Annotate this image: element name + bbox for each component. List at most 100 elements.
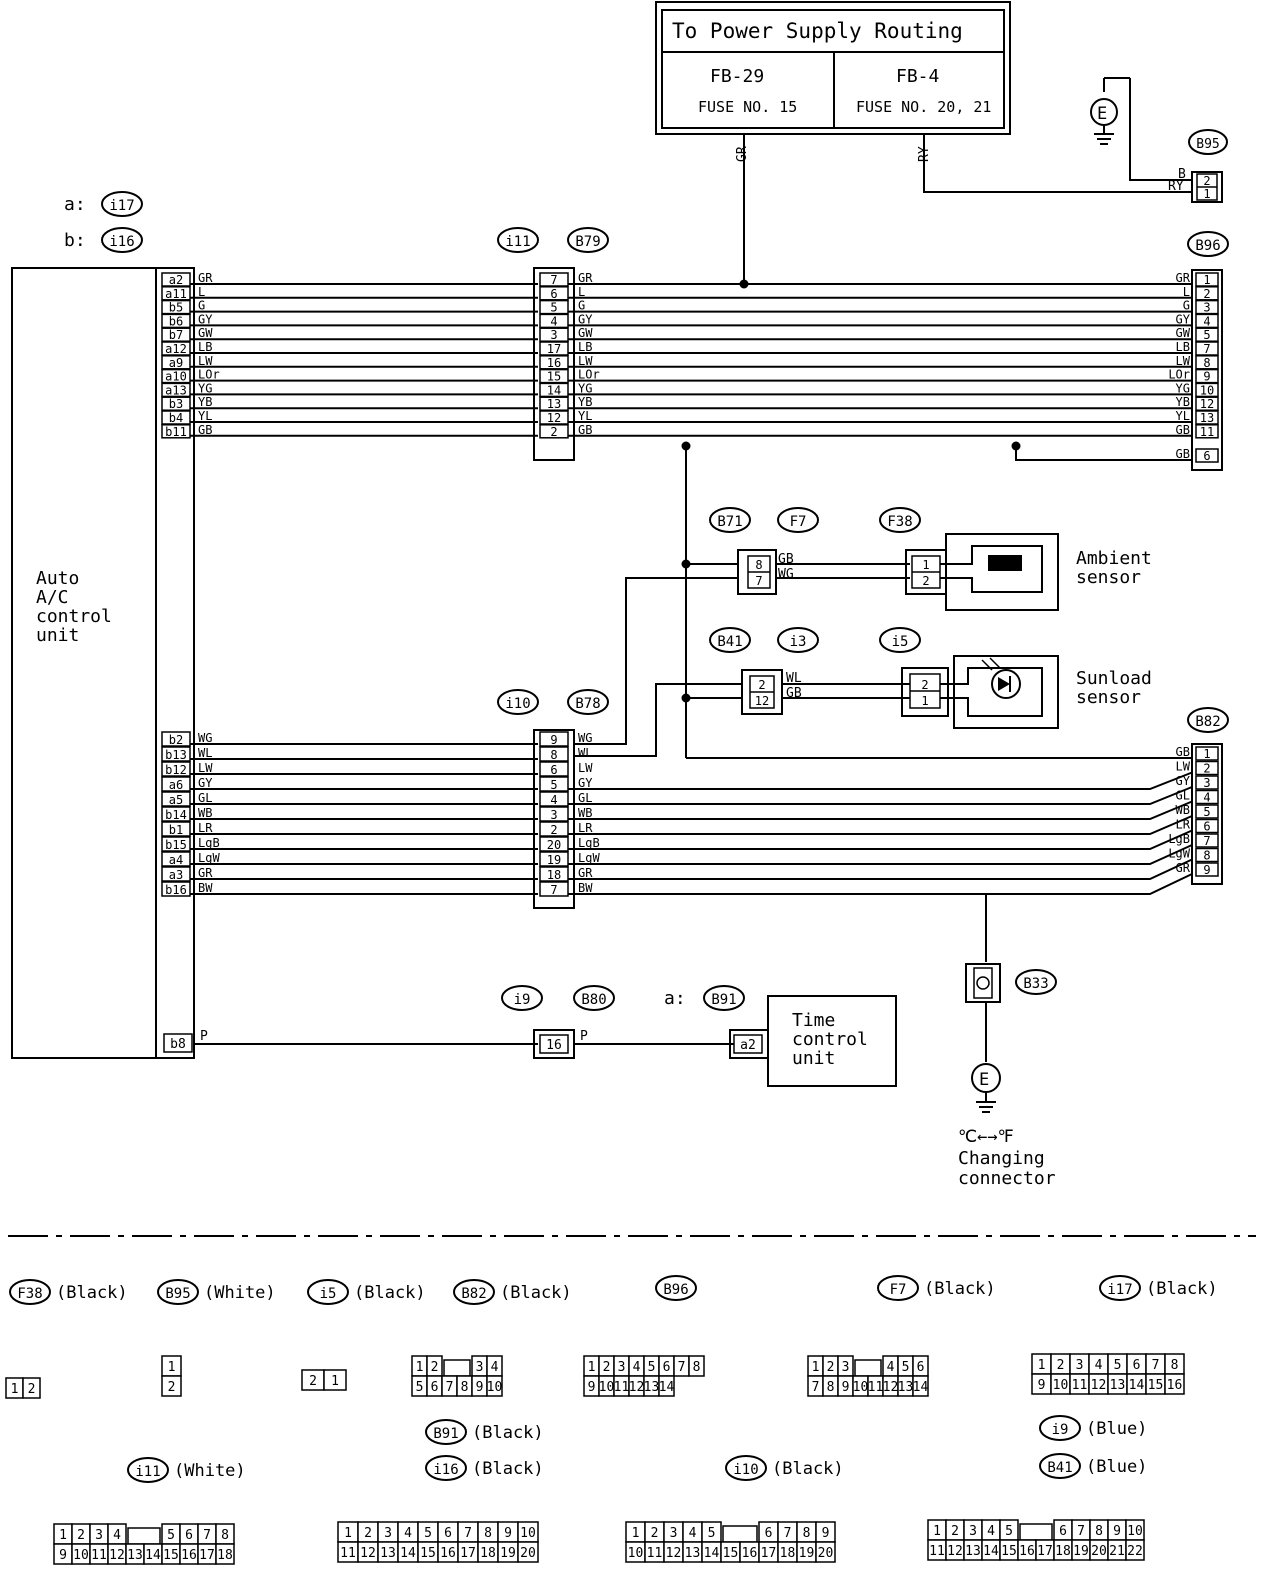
- connector-view-pin: [1164, 1373, 1185, 1395]
- connector-view-pin-label: 6: [444, 1526, 452, 1541]
- connector-view-pin-label: 12: [1091, 1378, 1107, 1393]
- connector-view-tag: [655, 1275, 697, 1301]
- wire-label-right: L: [578, 285, 585, 299]
- fb29-label: FB-29: [710, 66, 764, 87]
- connector-view-pin-label: 4: [987, 1524, 995, 1539]
- unit-pin-cell: [161, 368, 191, 384]
- connector-view-pin-label: 1: [632, 1526, 640, 1541]
- wire-label: GW: [198, 326, 213, 340]
- b96-wire-label: LW: [1176, 354, 1191, 368]
- mid-pin-cell: [539, 396, 569, 411]
- mid-pin-label: 7: [550, 273, 557, 287]
- changing-connector-symbol: ℃←→℉: [958, 1127, 1014, 1147]
- connector-view-pin-label: 2: [168, 1380, 176, 1395]
- time-mid-pin-16: 16: [546, 1038, 562, 1053]
- wire-label-right: LW: [578, 354, 593, 368]
- b95-wire-b: B: [1178, 167, 1186, 182]
- control-unit-label-2: A/C: [36, 587, 69, 608]
- connector-view-pin-label: 3: [969, 1524, 977, 1539]
- connector-view-pin-label: 10: [520, 1526, 536, 1541]
- b96-pin-cell: [1195, 396, 1219, 411]
- wire-label-right: GY: [578, 776, 593, 790]
- connector-view-code: F7: [890, 1282, 907, 1298]
- connector-view-pin-label: 14: [913, 1380, 929, 1395]
- tag-f38: F38: [887, 514, 912, 530]
- connector-view-pin-label: 10: [487, 1380, 503, 1395]
- b96-pin-label: 2: [1203, 287, 1210, 301]
- connector-view-pin-label: 3: [95, 1528, 103, 1543]
- b82-pin-label: 8: [1203, 849, 1210, 863]
- connector-view-pin-label: 7: [1077, 1524, 1085, 1539]
- mid-pin-cell: [539, 313, 569, 329]
- connector-view-pin-label: 1: [812, 1360, 820, 1375]
- connector-b82: [1191, 743, 1223, 885]
- b82-pin-cell: [1195, 847, 1219, 863]
- b96-wire-label: YL: [1176, 409, 1190, 423]
- b96-pin-label: 7: [1203, 342, 1210, 356]
- unit-pin-label: b2: [169, 733, 183, 747]
- wire-label: YL: [198, 409, 212, 423]
- connector-view-pin-label: 9: [588, 1380, 596, 1395]
- connector-view-pin: [486, 1375, 503, 1397]
- mid-pin-cell: [539, 341, 569, 356]
- connector-view-code: B82: [461, 1286, 486, 1302]
- ambient-label-2: sensor: [1076, 567, 1141, 588]
- f38-pin-1: 1: [922, 558, 929, 572]
- connector-view-pin-label: 5: [648, 1360, 656, 1375]
- connector-view-pin-label: 5: [167, 1528, 175, 1543]
- connector-view-tag: [725, 1455, 767, 1481]
- sunload-sensor-group: B41 i3 i5 2 12 WL GB 2 1 Sunload sensor: [709, 627, 1152, 729]
- ground-symbol-bottom: E: [971, 1063, 1001, 1113]
- connector-view-pin-label: 2: [77, 1528, 85, 1543]
- connector-view-pin-label: 14: [659, 1380, 675, 1395]
- b71-pin-8: 8: [755, 558, 762, 572]
- b96-pin-label: 8: [1203, 356, 1210, 370]
- connector-view-pin-label: 10: [1053, 1378, 1069, 1393]
- wire-label: G: [198, 299, 205, 313]
- b95-wire-ry: RY: [1168, 179, 1184, 194]
- b96-pin-label: 3: [1203, 301, 1210, 315]
- b96-wire-label: LB: [1176, 340, 1190, 354]
- connector-view-pin-label: 6: [431, 1380, 439, 1395]
- wire-line-right: [568, 800, 1193, 820]
- connector-view-pin: [658, 1375, 675, 1397]
- connector-view-pin-label: 8: [221, 1528, 229, 1543]
- unit-pin-cell: [161, 341, 191, 356]
- wire-label-right: LW: [578, 761, 593, 775]
- connector-view-tag: [1039, 1453, 1081, 1479]
- connector-view-pin-label: 7: [203, 1528, 211, 1543]
- connector-view-pin-label: 11: [868, 1380, 884, 1395]
- b82-pin-cell: [1195, 862, 1219, 877]
- tag-b33: B33: [1023, 976, 1048, 992]
- b82-pin-label: 1: [1203, 747, 1210, 761]
- connector-view-pin-label: 6: [1059, 1524, 1067, 1539]
- unit-pin-label: b14: [165, 808, 187, 822]
- b41-pin-2: 2: [758, 678, 765, 692]
- wire-label: WB: [198, 806, 212, 820]
- connector-view-pin-label: 19: [500, 1546, 516, 1561]
- b82-wire-label: GR: [1176, 861, 1191, 875]
- mid-pin-cell: [539, 355, 569, 370]
- wire-label-right: GR: [578, 271, 593, 285]
- mid-pin-cell: [539, 327, 569, 342]
- b82-wire-label: LgB: [1168, 832, 1190, 846]
- b71-pin-7: 7: [755, 574, 762, 588]
- connector-view-pin-label: 3: [1076, 1358, 1084, 1373]
- connector-view-color: (Black): [472, 1423, 544, 1443]
- connector-view-pin-label: 18: [217, 1548, 233, 1563]
- connector-view-pin-label: 1: [331, 1374, 339, 1389]
- fuse2021-label: FUSE NO. 20, 21: [856, 98, 991, 116]
- connector-view-pin-label: 1: [933, 1524, 941, 1539]
- connector-view-pin-label: 5: [416, 1380, 424, 1395]
- b96-pin-cell: [1195, 382, 1219, 398]
- b96-pin-cell: [1195, 272, 1219, 287]
- wire-label: GR: [198, 866, 213, 880]
- legend: a: i17 b: i16: [64, 191, 143, 253]
- connector-view-pin-label: 10: [628, 1546, 644, 1561]
- unit-pin-label: b5: [169, 301, 183, 315]
- tag-b96: B96: [1195, 238, 1220, 254]
- unit-pin-label: b1: [169, 823, 183, 837]
- connector-view-pin-label: 1: [59, 1528, 67, 1543]
